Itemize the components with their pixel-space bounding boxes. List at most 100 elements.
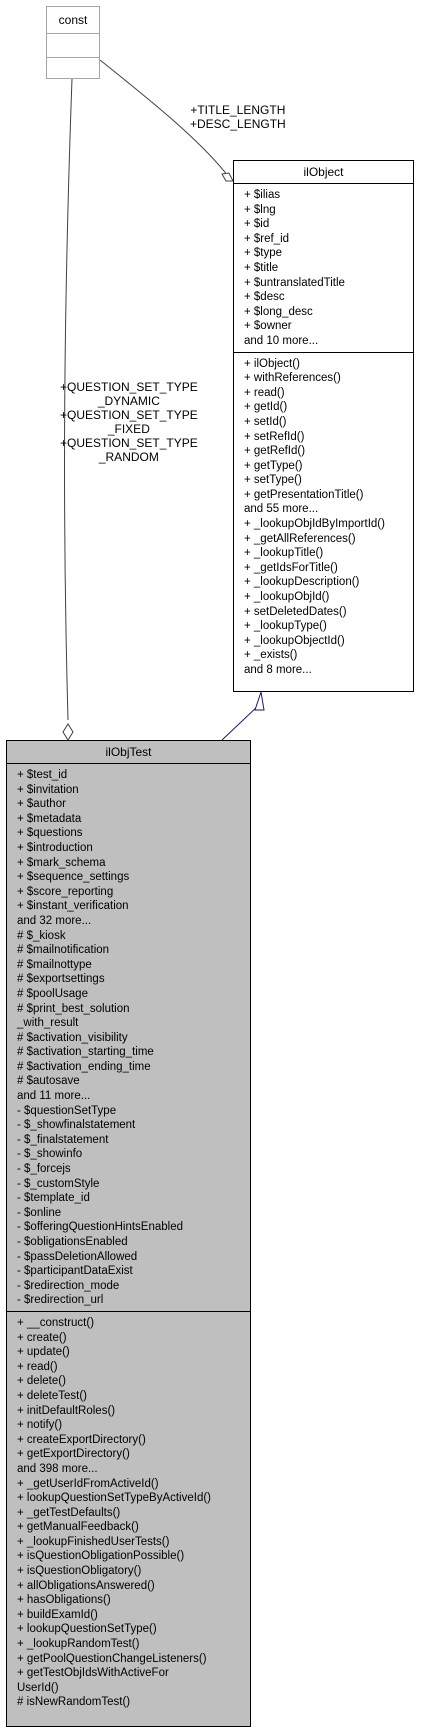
edge-inheritance [221, 705, 259, 741]
member-line: + notify() [17, 1419, 63, 1432]
member-line: # isNewRandomTest() [17, 1696, 131, 1709]
member-line: + _getTestDefaults() [17, 1506, 121, 1519]
member-line: - $_customStyle [17, 1177, 100, 1190]
member-line: + getPoolQuestionChangeListeners() [17, 1652, 207, 1665]
member-line: + __construct() [17, 1316, 95, 1329]
member-line: + deleteTest() [17, 1389, 87, 1402]
member-line: + _lookupRandomTest() [17, 1638, 140, 1651]
member-line: + $instant_verification [17, 900, 129, 913]
class-const-attributes [47, 34, 99, 58]
member-line: + $owner [244, 320, 292, 333]
member-line: # $_kiosk [17, 929, 66, 942]
class-const-title: const [47, 7, 99, 34]
class-const[interactable]: const [46, 6, 100, 79]
member-line: # $mailnottype [17, 958, 92, 971]
member-line: # $exportsettings [17, 973, 105, 986]
member-line: + $sequence_settings [17, 871, 130, 884]
member-line: - $obligationsEnabled [17, 1236, 128, 1248]
member-line: and 11 more... [17, 1090, 91, 1103]
member-line: + _lookupDescription() [244, 576, 360, 589]
member-line: + read() [17, 1360, 58, 1373]
member-line: + _getIdsForTitle() [244, 561, 338, 574]
member-line: + $test_id [17, 769, 68, 781]
member-line: + ilObject() [244, 357, 300, 370]
member-line: + isQuestionObligationPossible() [17, 1550, 185, 1563]
class-ilobjtest-attributes: + $test_id + $invitation + $author+ $metad… [7, 764, 250, 1312]
member-line: - $_showfinalstatement [17, 1119, 136, 1132]
edge-const-ilobjtest-diamond [62, 723, 74, 741]
member-line: - $offeringQuestionHintsEnabled [17, 1221, 184, 1234]
member-line: + _lookupObjIdByImportId() [244, 518, 385, 531]
member-line: + $mark_schema [17, 856, 106, 869]
member-line: + $ilias [244, 189, 281, 201]
class-ilobjtest[interactable]: ilObjTest + $test_id+ $invitation+ $auth… [6, 740, 251, 1727]
member-line: + $metadata [17, 812, 82, 825]
member-line: and 10 more... [244, 334, 319, 347]
class-ilobject-methods: + ilObject() + withReferences()+ read() + … [234, 353, 413, 681]
member-line: + allObligationsAnswered() [17, 1579, 155, 1592]
member-line: + $long_desc [244, 305, 313, 318]
member-line: - $_forcejs [17, 1163, 71, 1176]
member-line: + getPresentationTitle() [244, 488, 364, 501]
member-line: - $redirection_url [17, 1294, 104, 1307]
member-line: - $_finalstatement [17, 1133, 109, 1146]
member-line: + $ref_id [244, 232, 290, 245]
class-ilobject-title: ilObject [234, 161, 413, 184]
member-line: + setId() [244, 415, 287, 428]
member-line: _with_result [17, 1017, 79, 1030]
member-line: - $redirection_mode [17, 1279, 120, 1292]
member-line: - $questionSetType [17, 1104, 117, 1117]
member-line: + isQuestionObligatory() [17, 1565, 142, 1578]
member-line: + setType() [244, 474, 302, 487]
member-line: + _getAllReferences() [244, 532, 356, 545]
member-line: # $print_best_solution [17, 1002, 130, 1015]
member-line: + $score_reporting [17, 885, 114, 898]
member-line: - $passDeletionAllowed [17, 1250, 138, 1263]
member-line: + delete() [17, 1375, 66, 1388]
edge-const-ilobject-diamond [221, 172, 234, 182]
member-line: + create() [17, 1331, 67, 1344]
member-line: + getRefId() [244, 445, 306, 458]
member-line: + $questions [17, 827, 83, 840]
member-line: + getId() [244, 401, 288, 414]
member-line: + _lookupTitle() [244, 547, 324, 560]
member-line: + createExportDirectory() [17, 1433, 146, 1446]
member-line: + getTestObjIdsWithActiveFor [17, 1667, 169, 1680]
member-line: - $online [17, 1206, 62, 1219]
edge-const-ilobject [99, 59, 229, 177]
member-line: + buildExamId() [17, 1608, 98, 1621]
member-line: + setRefId() [244, 430, 305, 443]
member-line: + $type [244, 247, 283, 260]
member-line: + read() [244, 386, 285, 399]
member-line: and 55 more... [244, 503, 319, 516]
member-line: and 32 more... [17, 914, 92, 927]
member-line: # $autosave [17, 1075, 80, 1088]
member-line: + getExportDirectory() [17, 1448, 130, 1461]
member-line: # $activation_ending_time [17, 1060, 151, 1073]
member-line: + _lookupObjectId() [244, 634, 345, 647]
member-line: + initDefaultRoles() [17, 1404, 116, 1417]
member-line: + getManualFeedback() [17, 1521, 139, 1534]
member-line: + lookupQuestionSetTypeByActiveId() [17, 1492, 212, 1505]
member-line: + getType() [244, 459, 303, 472]
class-const-methods [47, 58, 99, 81]
member-line: UserId() [17, 1681, 59, 1694]
member-line: # $poolUsage [17, 987, 88, 1000]
member-line: and 8 more... [244, 664, 312, 676]
edge-label-title-desc: +TITLE_LENGTH +DESC_LENGTH [190, 103, 286, 131]
member-line: + $author [17, 798, 66, 811]
class-ilobject-attributes: + $ilias+ $lng+ $id+ $ref_id+ $type+ $ti… [234, 184, 413, 353]
member-line: - $_showinfo [17, 1148, 83, 1161]
class-ilobject[interactable]: ilObject + $ilias + $lng + $id+ $ref_id + $… [233, 160, 414, 692]
member-line: + $invitation [17, 783, 79, 796]
member-line: + $lng [244, 203, 276, 216]
member-line: + withReferences() [244, 372, 341, 385]
member-line: # $mailnotification [17, 944, 110, 957]
member-line: + $introduction [17, 841, 93, 854]
edge-label-question-set-types: +QUESTION_SET_TYPE _DYNAMIC +QUESTION_SE… [60, 380, 198, 464]
member-line: + _exists() [244, 649, 298, 662]
member-line: + $id [244, 218, 270, 231]
member-line: + _getUserIdFromActiveId() [17, 1477, 159, 1490]
member-line: + _lookupObjId() [244, 591, 330, 604]
